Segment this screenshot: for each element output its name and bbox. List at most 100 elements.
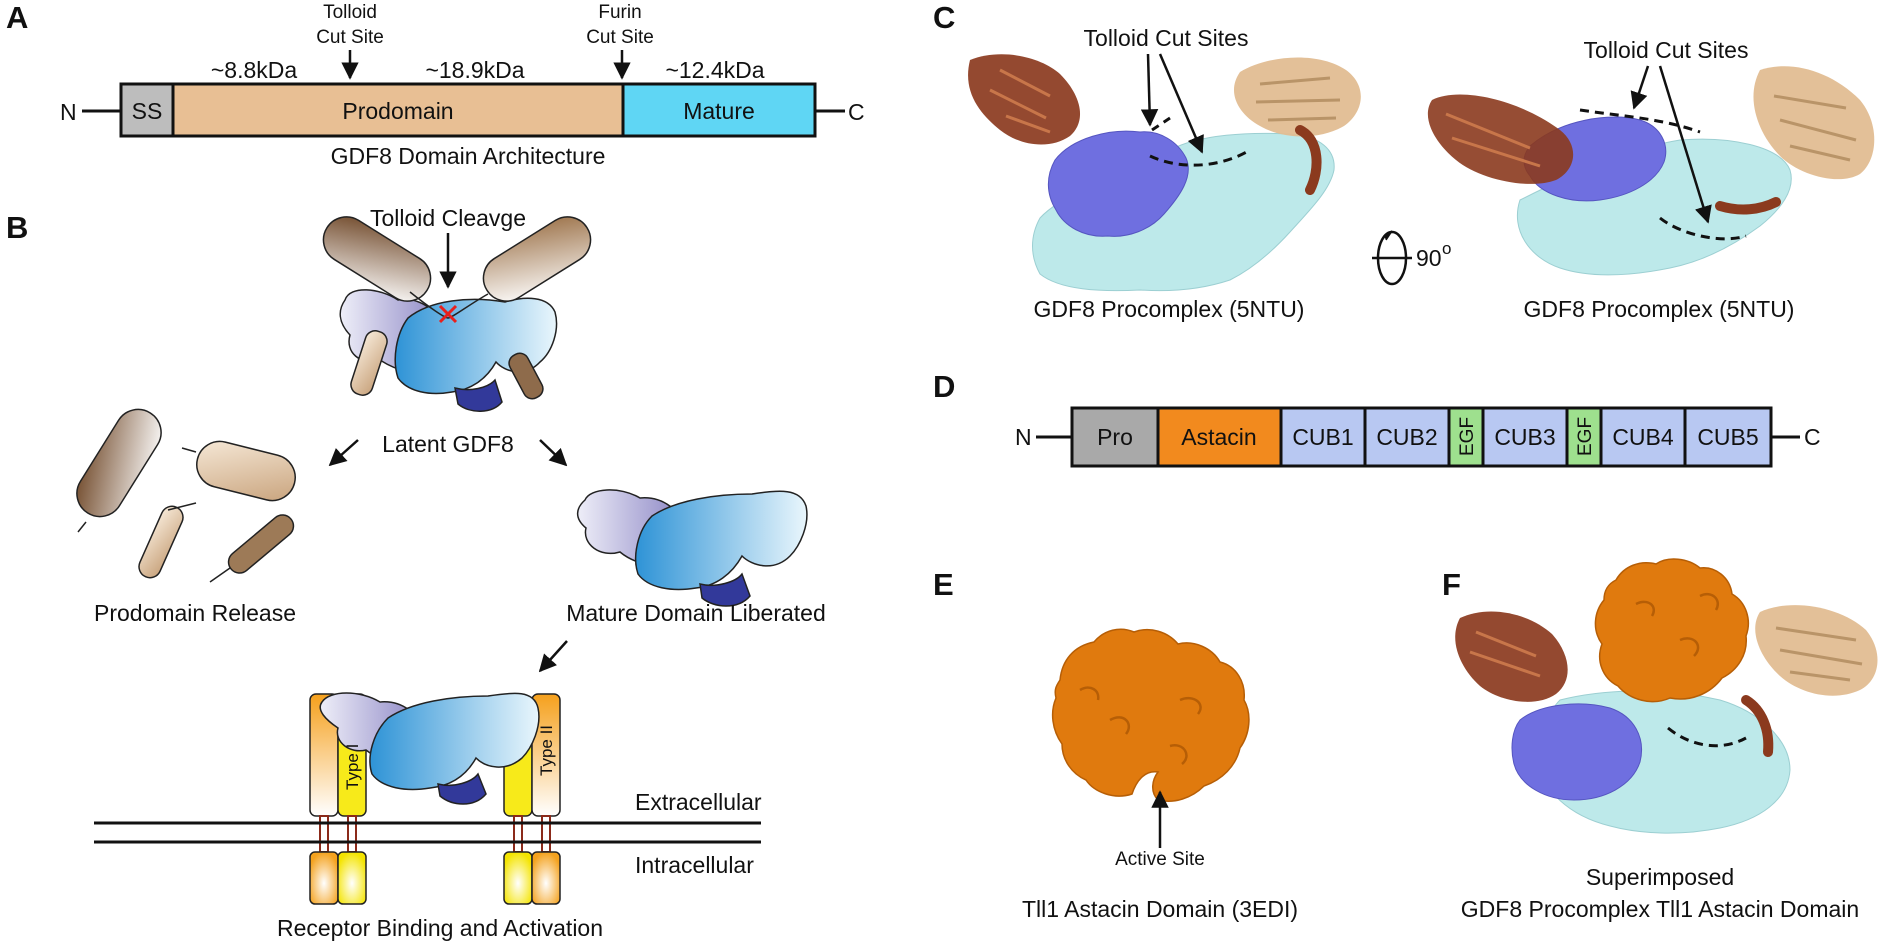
furin-site-line1: Furin xyxy=(598,2,641,23)
type-2-label: Type II xyxy=(537,725,556,776)
prodomain-release-label: Prodomain Release xyxy=(94,600,296,626)
right-cut-arrow-1 xyxy=(1630,65,1650,110)
mass-label-2: ~18.9kDa xyxy=(425,57,524,83)
f-light-ribbon-strands xyxy=(1775,626,1863,682)
liberated-mature-dimer xyxy=(576,489,808,607)
right-helix-ribbon xyxy=(1715,197,1781,215)
latent-right-helix xyxy=(508,352,544,400)
left-cut-sites-label: Tolloid Cut Sites xyxy=(1084,25,1249,51)
panel-e-caption: Tll1 Astacin Domain (3EDI) xyxy=(1022,896,1298,922)
arrow-to-mature-liberated xyxy=(539,439,568,467)
intracellular-label: Intracellular xyxy=(635,852,754,878)
latent-left-helix xyxy=(350,330,388,396)
d-c-terminus-label: C xyxy=(1804,424,1821,450)
left-cut-arrow-1 xyxy=(1140,53,1159,127)
ss-label: SS xyxy=(132,98,163,124)
left-dark-ribbon-strands xyxy=(989,68,1051,134)
panel-a-letter: A xyxy=(6,0,28,35)
kinase-2 xyxy=(337,851,367,905)
right-structure-caption: GDF8 Procomplex (5NTU) xyxy=(1524,296,1795,322)
bound-dark-knob xyxy=(437,772,487,805)
mass-label-1: ~8.8kDa xyxy=(211,57,298,83)
mature-segment xyxy=(621,82,817,138)
panel-c: C Tolloid Cut Sites GDF8 Procomplex (5NT… xyxy=(933,0,1875,322)
kinase-3 xyxy=(503,851,533,905)
released-dark-prodomain-tail xyxy=(77,521,87,533)
rotation-degrees: 90 xyxy=(1416,245,1442,271)
left-helix-ribbon xyxy=(1295,125,1322,195)
latent-left-prodomain-arm xyxy=(322,216,432,302)
kinase-1 xyxy=(309,851,339,905)
f-dark-ribbon-strands xyxy=(1469,630,1541,678)
domain-cub4 xyxy=(1599,406,1687,468)
arrow-to-prodomain-release xyxy=(328,439,359,467)
right-cut-dashes-bottom xyxy=(1659,216,1747,241)
panel-f-letter: F xyxy=(1442,567,1461,602)
panel-c-letter: C xyxy=(933,0,955,35)
latent-gdf8-label: Latent GDF8 xyxy=(382,431,514,457)
f-astacin-texture xyxy=(1635,593,1719,657)
f-astacin-surface xyxy=(1594,558,1750,703)
released-helix-2 xyxy=(227,514,295,574)
f-cut-dashes xyxy=(1667,726,1747,748)
domain-egf-2 xyxy=(1565,406,1603,468)
prodomain-label: Prodomain xyxy=(342,98,453,124)
mature-liberated-label: Mature Domain Liberated xyxy=(566,600,826,626)
kinase-4 xyxy=(531,851,561,905)
extracellular-label: Extracellular xyxy=(635,789,762,815)
panel-e-letter: E xyxy=(933,567,954,602)
domain-egf-1-label: EGF xyxy=(1457,417,1478,456)
panel-a: A N SS Prodomain Mature C ~8.8kDa ~18.9k… xyxy=(6,0,865,169)
released-helix-1 xyxy=(138,505,184,579)
domain-cub3 xyxy=(1481,406,1569,468)
d-n-terminus-label: N xyxy=(1015,424,1032,450)
procomplex-structure-left xyxy=(968,54,1361,292)
domain-cub3-label: CUB3 xyxy=(1494,424,1555,450)
f-blue-surface xyxy=(1511,703,1642,801)
tm-4 xyxy=(541,815,551,853)
rotation-degree-symbol: o xyxy=(1442,239,1451,258)
released-prodomains xyxy=(76,408,296,583)
left-cut-arrow-2 xyxy=(1158,53,1204,154)
latent-dark-knob xyxy=(454,378,503,412)
panel-d: D N Pro Astacin CUB1 CUB2 EGF CUB3 EGF C… xyxy=(933,369,1821,468)
mature-label: Mature xyxy=(683,98,755,124)
astacin-surface-texture xyxy=(1079,686,1202,765)
domain-cub2-label: CUB2 xyxy=(1376,424,1437,450)
astacin-surface xyxy=(1051,628,1250,802)
receptor-complex: Type I Type II xyxy=(309,692,561,905)
tolloid-site-line1: Tolloid xyxy=(323,2,377,23)
f-light-ribbon xyxy=(1755,605,1878,696)
receptor-binding-caption: Receptor Binding and Activation xyxy=(277,915,603,941)
liberated-right-lobe xyxy=(634,490,808,591)
released-dark-prodomain xyxy=(76,408,162,518)
left-light-ribbon xyxy=(1233,57,1361,137)
right-dark-ribbon xyxy=(1427,94,1574,184)
tm-3 xyxy=(513,815,523,853)
left-light-ribbon-strands xyxy=(1255,76,1341,122)
tm-2 xyxy=(347,815,357,853)
left-structure-caption: GDF8 Procomplex (5NTU) xyxy=(1034,296,1305,322)
panel-b: B Tolloid Cleavge Latent GDF8 xyxy=(6,205,826,941)
n-terminus-label: N xyxy=(60,99,77,125)
panel-a-caption: GDF8 Domain Architecture xyxy=(331,143,606,169)
released-light-prodomain-tail xyxy=(181,447,197,453)
domain-pro-label: Pro xyxy=(1097,424,1133,450)
domain-cub1-label: CUB1 xyxy=(1292,424,1353,450)
latent-right-prodomain-arm xyxy=(482,216,592,302)
prodomain-segment xyxy=(171,82,625,138)
arrow-to-receptor-binding xyxy=(538,640,568,673)
right-light-ribbon-strands xyxy=(1773,94,1857,162)
domain-cub4-label: CUB4 xyxy=(1612,424,1674,450)
panel-d-letter: D xyxy=(933,369,955,404)
type-1-label: Type I xyxy=(343,744,362,790)
active-site-label: Active Site xyxy=(1115,849,1205,870)
domain-astacin-label: Astacin xyxy=(1181,424,1256,450)
tm-1 xyxy=(319,815,329,853)
mass-label-3: ~12.4kDa xyxy=(665,57,764,83)
left-dark-ribbon xyxy=(968,54,1081,145)
domain-pro xyxy=(1070,406,1160,468)
domain-cub5-label: CUB5 xyxy=(1697,424,1758,450)
right-cut-sites-label: Tolloid Cut Sites xyxy=(1584,37,1749,63)
